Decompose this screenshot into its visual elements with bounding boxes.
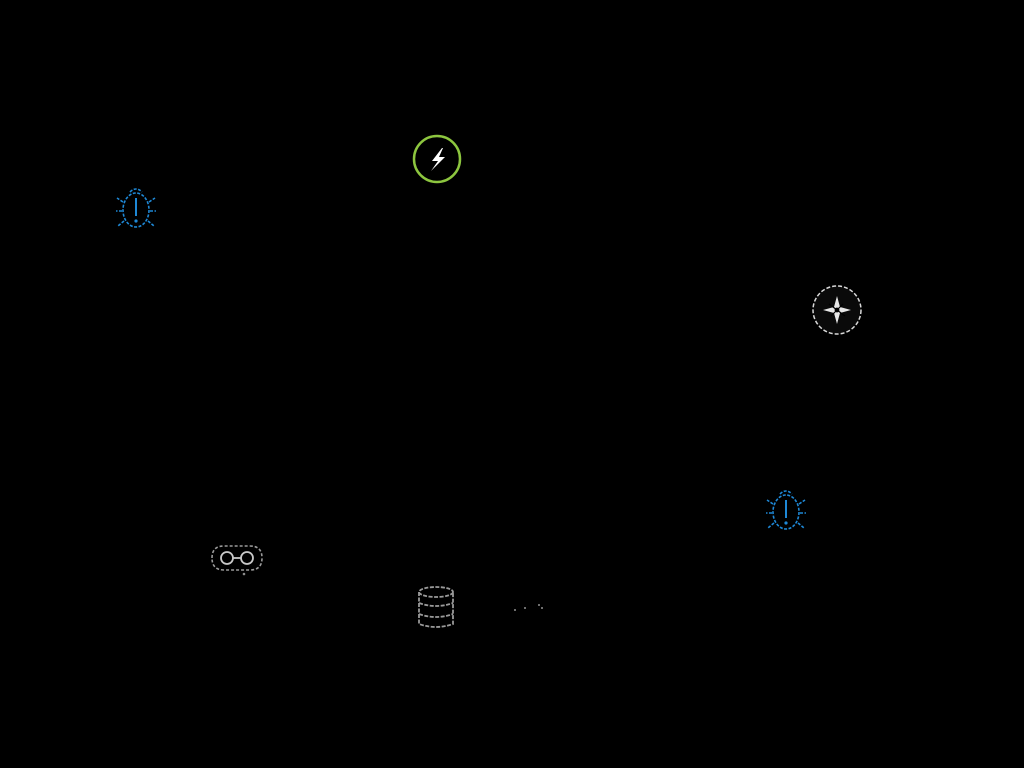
dots-icon xyxy=(508,600,548,616)
bug-icon[interactable] xyxy=(764,486,808,536)
mask-icon[interactable] xyxy=(208,538,266,578)
shuriken-icon[interactable] xyxy=(809,282,865,338)
bug-icon[interactable] xyxy=(114,184,158,234)
lightning-bolt-icon[interactable] xyxy=(410,132,464,186)
database-icon[interactable] xyxy=(414,584,458,632)
